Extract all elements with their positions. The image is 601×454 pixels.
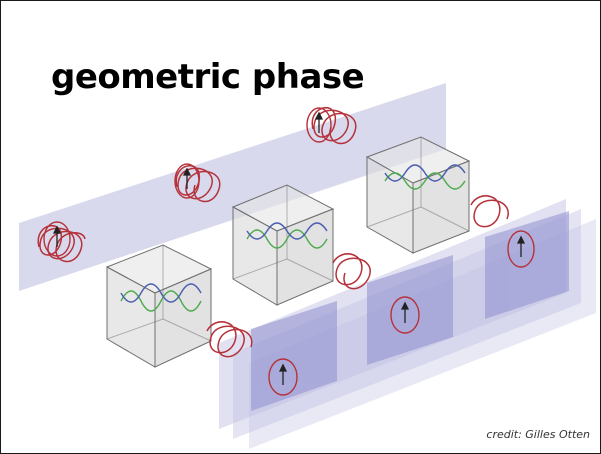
polarization-arrow-icons — [52, 111, 526, 385]
back-plane — [19, 83, 446, 291]
wave-blue — [120, 164, 466, 303]
wave-green — [120, 172, 466, 312]
crystal-cube-1 — [105, 244, 213, 368]
front-plane-patches — [251, 211, 569, 411]
slide-title: geometric phase — [51, 57, 365, 97]
crystal-cube-3 — [365, 136, 471, 254]
polarization-marker-icons — [43, 107, 535, 396]
image-credit: credit: Gilles Otten — [486, 428, 590, 441]
polarization-helix — [37, 107, 509, 358]
